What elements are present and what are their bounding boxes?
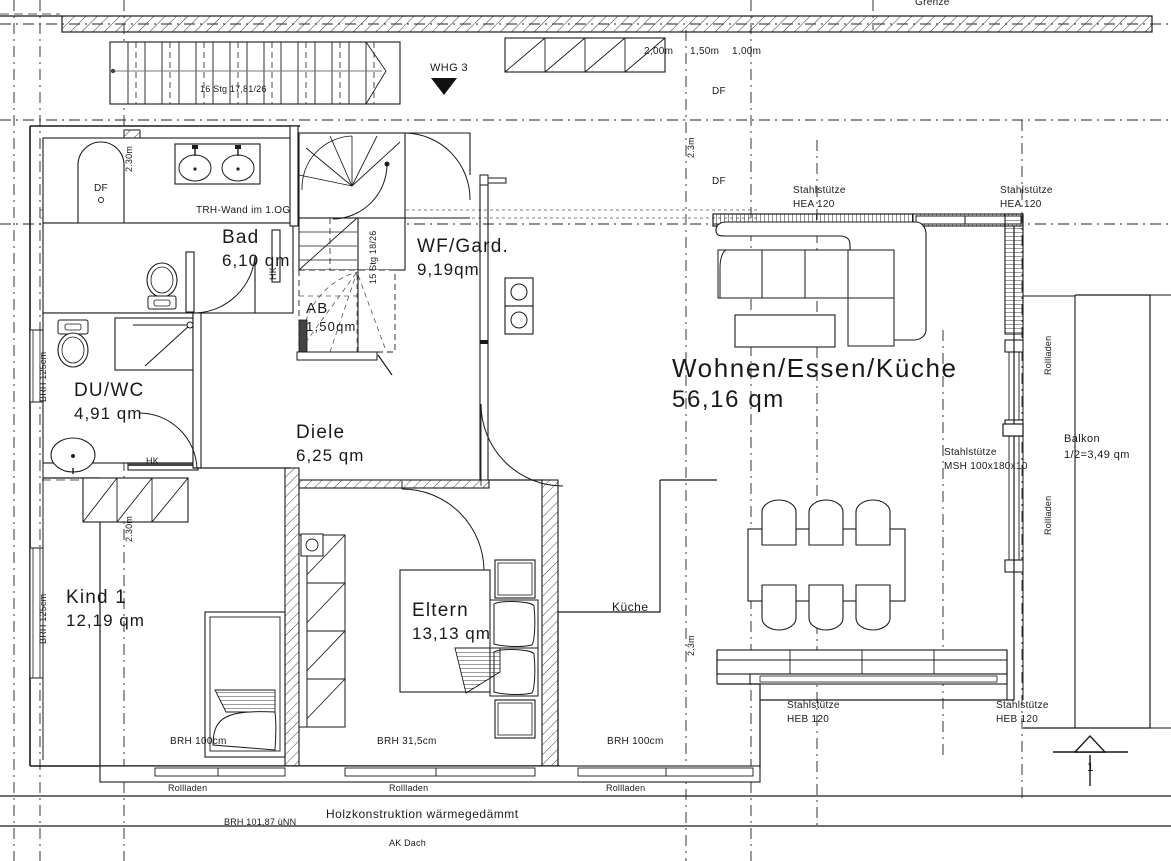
steel-column-msh-name: Stahlstütze xyxy=(944,447,997,458)
steel-column-hea-left: Stahlstütze HEA 120 xyxy=(793,184,846,211)
label-df-lower: DF xyxy=(712,176,726,187)
steel-column-msh: Stahlstütze MSH 100x180x10 xyxy=(944,446,1028,473)
room-area-eltern: 13,13 qm xyxy=(412,623,491,643)
dim-23m-kueche: 2.3m xyxy=(686,635,696,656)
label-rollladen-1: Rollladen xyxy=(168,783,208,793)
steel-column-heb-right-name: Stahlstütze xyxy=(996,700,1049,711)
room-name-wfgard: WF/Gard. xyxy=(417,236,509,257)
steel-column-msh-spec: MSH 100x180x10 xyxy=(944,460,1028,472)
label-rollladen-2: Rollladen xyxy=(389,783,429,793)
room-area-wfgard: 9,19qm xyxy=(417,259,480,279)
steel-column-hea-right: Stahlstütze HEA 120 xyxy=(1000,184,1053,211)
steel-column-heb-right: Stahlstütze HEB 120 xyxy=(996,699,1049,726)
label-whg3: WHG 3 xyxy=(430,62,469,74)
room-area-balkon: 1/2=3,49 qm xyxy=(1064,448,1130,461)
label-brh-unn: BRH 101,87 üNN xyxy=(224,817,297,827)
room-label-balkon: Balkon 1/2=3,49 qm xyxy=(1064,432,1130,464)
room-name-kind1: Kind 1 xyxy=(66,587,128,608)
steel-column-hea-right-name: Stahlstütze xyxy=(1000,185,1053,196)
dim-230m-bath: 2.30m xyxy=(124,145,134,172)
steel-column-heb-left-name: Stahlstütze xyxy=(787,700,840,711)
room-area-bad: 6,10 qm xyxy=(222,250,291,270)
room-name-ab: AB xyxy=(306,300,329,317)
dim-1-00m: 1,00m xyxy=(732,46,762,57)
room-name-balkon: Balkon xyxy=(1064,433,1101,445)
room-name-bad: Bad xyxy=(222,227,260,248)
label-stair-16: 16 Stg 17,81/26 xyxy=(200,84,267,94)
dim-23m-middle: 2.3m xyxy=(686,137,696,158)
steel-column-heb-left-spec: HEB 120 xyxy=(787,713,830,725)
label-hk-bad: HK xyxy=(268,267,278,280)
steel-column-hea-right-spec: HEA 120 xyxy=(1000,198,1042,210)
room-label-wohnen: Wohnen/Essen/Küche 56,16 qm xyxy=(672,352,958,415)
room-label-diele: Diele 6,25 qm xyxy=(296,421,364,466)
label-trh-wand: TRH-Wand im 1.OG xyxy=(196,205,291,216)
label-rollladen-3: Rollladen xyxy=(606,783,646,793)
room-name-duwc: DU/WC xyxy=(74,380,145,401)
label-df-bath: DF xyxy=(94,183,108,194)
room-name-eltern: Eltern xyxy=(412,600,469,621)
label-rollladen-right-bottom: Rollladen xyxy=(1043,495,1053,535)
label-brh-100-left: BRH 100cm xyxy=(170,736,227,747)
room-label-kind1: Kind 1 12,19 qm xyxy=(66,586,145,631)
label-brh-31-5: BRH 31,5cm xyxy=(377,736,437,747)
room-name-wohnen: Wohnen/Essen/Küche xyxy=(672,353,958,383)
label-brh-100-right: BRH 100cm xyxy=(607,736,664,747)
label-brh-125-bottom: BRH 125cm xyxy=(38,593,48,644)
room-label-wfgard: WF/Gard. 9,19qm xyxy=(417,235,509,280)
room-label-bad: Bad 6,10 qm xyxy=(222,226,290,271)
room-area-ab: 1,50qm xyxy=(306,318,357,334)
label-section-number: 1 xyxy=(1087,760,1095,774)
dim-2-00m: 2,00m xyxy=(644,46,674,57)
room-area-wohnen: 56,16 qm xyxy=(672,385,785,413)
room-area-diele: 6,25 qm xyxy=(296,445,365,465)
label-hk-duwc: HK xyxy=(146,456,159,466)
label-df-upper: DF xyxy=(712,86,726,97)
steel-column-hea-left-spec: HEA 120 xyxy=(793,198,835,210)
label-stair-15: 15 Stg 18/26 xyxy=(368,230,378,284)
room-area-duwc: 4,91 qm xyxy=(74,403,143,423)
room-label-duwc: DU/WC 4,91 qm xyxy=(74,379,144,424)
steel-column-hea-left-name: Stahlstütze xyxy=(793,185,846,196)
dim-1-50m: 1,50m xyxy=(690,46,720,57)
label-kueche: Küche xyxy=(612,600,649,614)
room-name-diele: Diele xyxy=(296,422,346,443)
label-ak-dach: AK Dach xyxy=(389,838,426,848)
label-holzkonstruktion: Holzkonstruktion wärmegedämmt xyxy=(326,807,519,821)
room-label-eltern: Eltern 13,13 qm xyxy=(412,599,491,644)
steel-column-heb-left: Stahlstütze HEB 120 xyxy=(787,699,840,726)
room-label-ab: AB 1,50qm xyxy=(306,300,357,335)
dim-230m-kind: 2.30m xyxy=(124,515,134,542)
label-rollladen-right-top: Rollladen xyxy=(1043,335,1053,375)
label-grenze: Grenze xyxy=(915,0,950,8)
room-area-kind1: 12,19 qm xyxy=(66,610,145,630)
label-brh-125-top: BRH 125cm xyxy=(38,351,48,402)
steel-column-heb-right-spec: HEB 120 xyxy=(996,713,1039,725)
